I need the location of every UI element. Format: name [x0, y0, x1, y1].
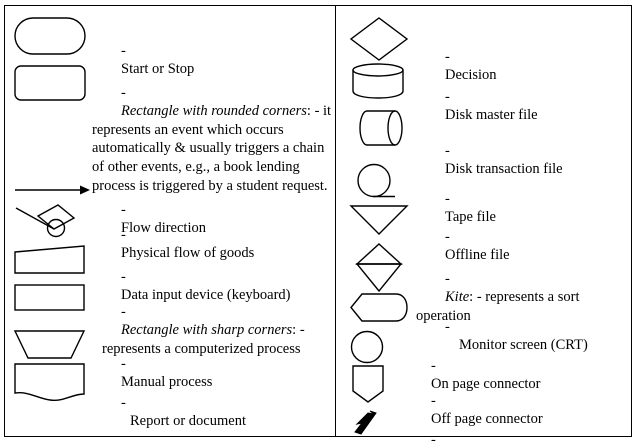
rounded-rectangle-icon	[14, 65, 92, 101]
pentagon-off-page-connector-icon	[350, 365, 402, 403]
cylinder-horizontal-icon	[350, 109, 416, 147]
diamond-decision-icon	[349, 17, 416, 61]
dash: -	[445, 318, 450, 335]
dash: -	[445, 190, 450, 207]
dash: -	[121, 394, 126, 411]
column-divider	[335, 5, 336, 437]
legend-row-label: - Monitor screen (CRT)	[416, 293, 630, 373]
label-text: Disk transaction file	[445, 161, 563, 178]
legend-row: - Off page connector	[350, 365, 630, 447]
legend-row: - Start or Stop	[14, 17, 329, 97]
dash: -	[431, 392, 436, 409]
cylinder-vertical-icon	[350, 63, 416, 99]
legend-row-label: - Manual process	[92, 330, 329, 410]
label-text: Manual process	[121, 374, 213, 391]
legend-row-label: - Disk master file	[416, 63, 630, 143]
legend-row: - Rectangle with sharp corners: -represe…	[14, 284, 334, 377]
sharp-rectangle-icon	[14, 284, 92, 312]
dash: -	[121, 226, 126, 243]
legend-row: - Data input device (keyboard)	[14, 245, 334, 323]
circle-on-page-connector-icon	[350, 330, 402, 364]
slanted-top-quadrilateral-icon	[14, 245, 92, 275]
legend-row-label: - Kite: - represents a sort operation	[416, 243, 634, 344]
legend-row-label: - Telecommunication link	[402, 410, 630, 447]
legend-row: - Manual process	[13, 330, 329, 410]
dash: -	[445, 270, 450, 287]
legend-row: - Kite: - represents a sort operation	[350, 243, 634, 344]
trapezoid-manual-process-icon	[13, 330, 92, 360]
legend-outer-border	[4, 5, 632, 437]
label-text: On page connector	[431, 376, 541, 393]
legend-row-label: - Data input device (keyboard)	[92, 245, 334, 323]
legend-row: - On page connector	[350, 330, 630, 412]
dash: -	[431, 431, 436, 447]
legend-row: - Report or document	[14, 363, 329, 447]
legend-row-label: - Rectangle with rounded corners: - it r…	[92, 65, 334, 214]
triangle-down-offline-icon	[349, 205, 416, 235]
dash: -	[445, 228, 450, 245]
emphasis-text: Rectangle with sharp corners	[121, 322, 293, 339]
legend-row-label: - Disk transaction file	[416, 109, 630, 197]
label-text: Physical flow of goods	[121, 245, 255, 262]
document-wavy-bottom-icon	[14, 363, 92, 403]
handcart-physical-flow-icon	[14, 203, 92, 239]
legend-row-label: - Offline file	[416, 205, 630, 283]
legend-row-label: - Flow direction	[92, 182, 329, 256]
legend-row-label: - Start or Stop	[92, 17, 329, 97]
legend-row-label: - Off page connector	[402, 365, 630, 447]
legend-row-label: - On page connector	[402, 330, 630, 412]
separator-text: : -	[306, 103, 324, 120]
dash: -	[445, 142, 450, 159]
dash: -	[121, 355, 126, 372]
lightning-bolt-telecom-icon	[350, 410, 402, 436]
stadium-rounded-rectangle-icon	[14, 17, 92, 55]
legend-row-label: - Decision	[416, 17, 630, 103]
right-column: - Decision - Disk master file	[336, 5, 634, 447]
label-text: Data input device (keyboard)	[121, 287, 291, 304]
legend-row: - Physical flow of goods	[14, 203, 329, 281]
legend-row-label: - Tape file	[416, 163, 630, 245]
description-text: it represents an event which occurs auto…	[92, 103, 335, 194]
legend-row: - Monitor screen (CRT)	[350, 293, 630, 373]
label-text: Monitor screen (CRT)	[459, 337, 588, 354]
dash: -	[445, 48, 450, 65]
dash: -	[121, 42, 126, 59]
label-text: Flow direction	[121, 220, 206, 237]
kite-sort-operation-icon	[350, 243, 416, 293]
circle-with-tail-tape-icon	[350, 163, 416, 201]
legend-row: - Rectangle with rounded corners: - it r…	[14, 65, 334, 214]
dash: -	[121, 268, 126, 285]
legend-row: - Telecommunication link	[350, 410, 630, 447]
label-text: Off page connector	[431, 411, 543, 428]
legend-row: - Disk master file	[350, 63, 630, 143]
legend-row: - Decision	[349, 17, 630, 103]
monitor-screen-crt-icon	[350, 293, 416, 323]
dash: -	[121, 84, 126, 101]
legend-row: - Flow direction	[14, 182, 329, 256]
emphasis-text: Rectangle with rounded corners	[121, 103, 307, 120]
separator-text: : -	[469, 289, 486, 306]
label-text: Decision	[445, 67, 497, 84]
dash: -	[445, 88, 450, 105]
legend-row-label: - Rectangle with sharp corners: -represe…	[92, 284, 334, 377]
label-text: Disk master file	[445, 107, 538, 124]
label-text: Start or Stop	[121, 61, 195, 78]
emphasis-text: Kite	[445, 289, 470, 306]
dash: -	[121, 303, 126, 320]
dash: -	[431, 357, 436, 374]
label-text: Report or document	[130, 413, 246, 430]
left-column: - Start or Stop - Rectangle with rounded…	[4, 5, 335, 437]
legend-row-label: - Report or document	[92, 363, 329, 447]
dash: -	[121, 201, 126, 218]
legend-row-label: - Physical flow of goods	[92, 203, 329, 281]
label-text: Offline file	[445, 247, 510, 264]
label-text: Tape file	[445, 209, 496, 226]
separator-text: : -	[292, 322, 305, 339]
legend-row: - Offline file	[349, 205, 630, 283]
description-text: represents a computerized process	[102, 340, 301, 357]
description-text: represents a sort operation	[416, 289, 584, 324]
arrow-right-icon	[14, 182, 92, 198]
legend-row: - Tape file	[350, 163, 630, 245]
legend-row: - Disk transaction file	[350, 109, 630, 197]
